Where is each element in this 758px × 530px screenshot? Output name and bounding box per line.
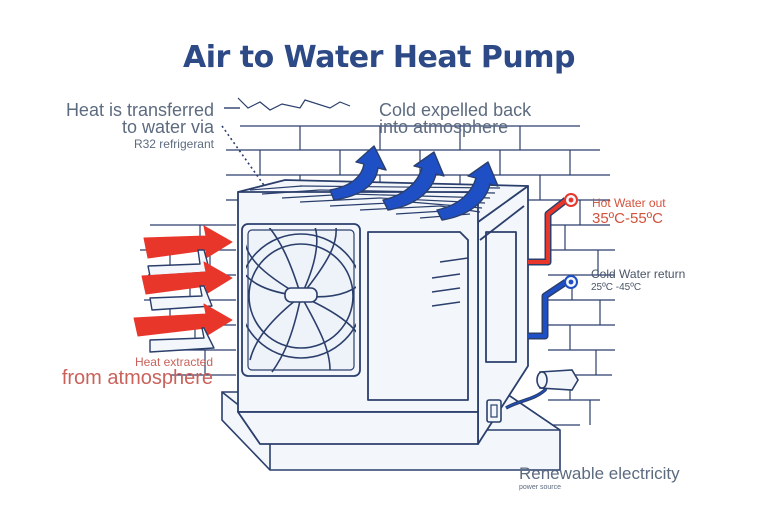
hot-air-arrow-icon bbox=[141, 261, 233, 311]
page-title: Air to Water Heat Pump bbox=[183, 40, 575, 75]
hot-water-label: Hot Water out bbox=[592, 196, 666, 210]
cold-expelled-label: into atmosphere bbox=[379, 117, 509, 137]
power-socket-icon bbox=[486, 369, 579, 423]
hot-air-arrows bbox=[133, 225, 233, 353]
hot-water-pipe-icon bbox=[528, 193, 578, 266]
cold-air-arrows bbox=[329, 145, 499, 221]
heat-transfer-label: Heat is transferred bbox=[65, 100, 214, 120]
heat-extracted-sublabel: from atmosphere bbox=[61, 367, 213, 389]
hot-air-arrow-icon bbox=[143, 225, 233, 277]
hot-air-arrow-icon bbox=[133, 303, 233, 353]
heat-transfer-sublabel: R32 refrigerant bbox=[133, 137, 214, 151]
hot-water-temp: 35ºC-55ºC bbox=[592, 210, 663, 227]
heat-transfer-label: to water via bbox=[121, 117, 214, 137]
electricity-label: Renewable electricity bbox=[519, 464, 680, 483]
fan-icon bbox=[241, 223, 361, 377]
electricity-sublabel: power source bbox=[519, 484, 562, 491]
cold-water-temp: 25ºC -45ºC bbox=[591, 282, 642, 293]
cold-expelled-label: Cold expelled back bbox=[379, 100, 532, 120]
cold-air-arrow-icon bbox=[329, 145, 387, 201]
cold-air-arrow-icon bbox=[436, 161, 499, 221]
cold-air-arrow-icon bbox=[382, 151, 445, 211]
cold-water-pipe-icon bbox=[528, 275, 578, 340]
heat-extracted-label: Heat extracted bbox=[134, 355, 213, 369]
cold-water-label: Cold Water return bbox=[591, 267, 686, 281]
